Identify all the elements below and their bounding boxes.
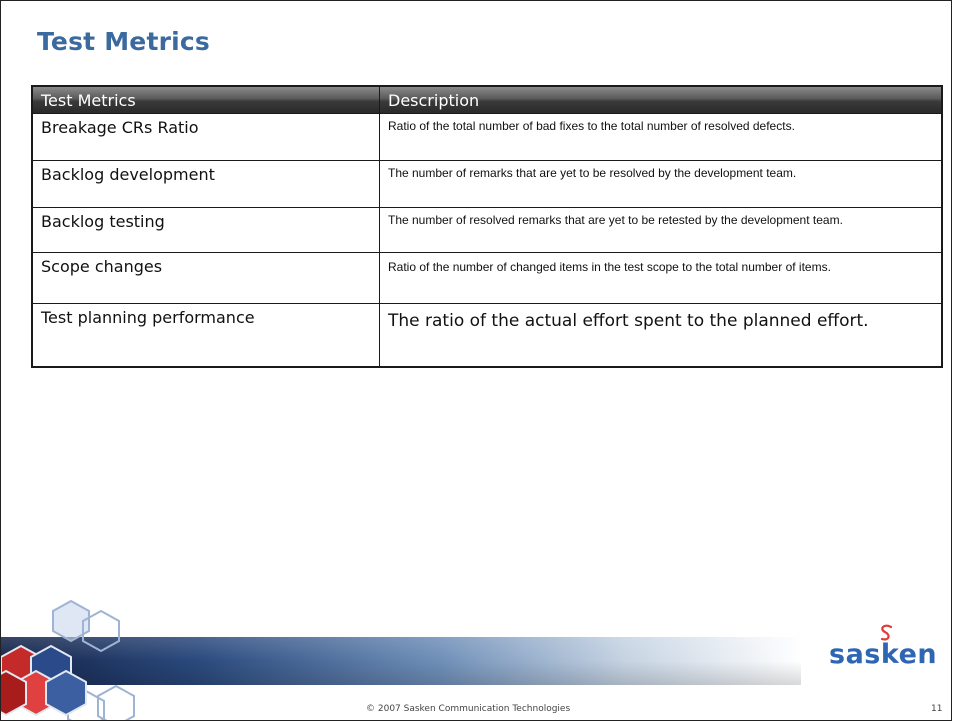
table-row: Backlog development The number of remark… bbox=[31, 160, 943, 208]
metric-cell: Backlog development bbox=[31, 160, 380, 208]
description-cell: The number of remarks that are yet to be… bbox=[379, 160, 943, 208]
column-header-description: Description bbox=[379, 86, 943, 114]
footer-banner bbox=[1, 637, 801, 685]
table-row: Test planning performance The ratio of t… bbox=[31, 303, 943, 368]
copyright-text: © 2007 Sasken Communication Technologies bbox=[366, 704, 571, 714]
slide-title: Test Metrics bbox=[37, 27, 211, 56]
description-cell: The number of resolved remarks that are … bbox=[379, 207, 943, 253]
hexagon-decoration-icon bbox=[1, 599, 135, 720]
column-header-test-metrics: Test Metrics bbox=[32, 86, 380, 114]
metrics-table: Test Metrics Description Breakage CRs Ra… bbox=[31, 85, 943, 368]
metric-cell: Backlog testing bbox=[31, 207, 380, 253]
description-cell: Ratio of the total number of bad fixes t… bbox=[379, 113, 943, 161]
metric-cell: Breakage CRs Ratio bbox=[31, 113, 380, 161]
logo-text: sasken bbox=[829, 639, 938, 670]
table-row: Backlog testing The number of resolved r… bbox=[31, 207, 943, 253]
description-cell: The ratio of the actual effort spent to … bbox=[379, 303, 943, 368]
description-cell: Ratio of the number of changed items in … bbox=[379, 252, 943, 304]
table-header-row: Test Metrics Description bbox=[32, 86, 943, 114]
page-number: 11 bbox=[931, 704, 943, 714]
table-row: Scope changes Ratio of the number of cha… bbox=[31, 252, 943, 304]
footer-banner-shading bbox=[1, 637, 801, 685]
metric-cell: Test planning performance bbox=[31, 303, 380, 368]
table-row: Breakage CRs Ratio Ratio of the total nu… bbox=[31, 113, 943, 161]
metric-cell: Scope changes bbox=[31, 252, 380, 304]
sasken-logo: sasken bbox=[829, 623, 937, 673]
logo-mark-icon bbox=[880, 624, 893, 641]
